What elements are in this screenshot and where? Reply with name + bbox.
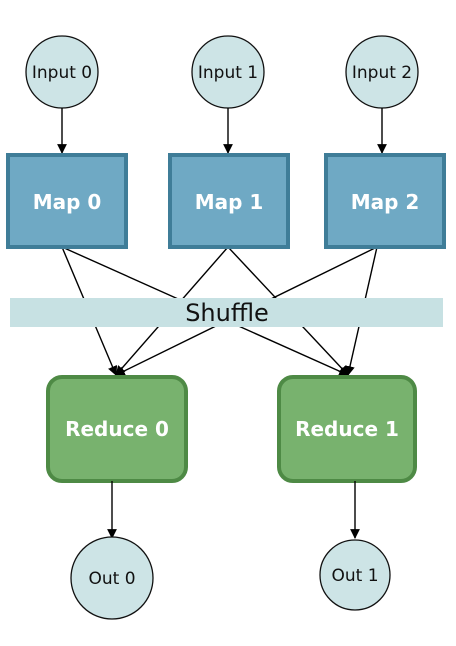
reduce-node-1 <box>277 375 417 483</box>
map-label-0: Map 0 <box>33 190 102 214</box>
shuffle-label: Shuffle <box>185 299 269 327</box>
map-node-1 <box>168 153 290 249</box>
reduce-nodes: Reduce 0 Reduce 1 <box>46 375 417 483</box>
shuffle-band <box>10 298 443 327</box>
output-label-0: Out 0 <box>88 569 135 589</box>
output-label-1: Out 1 <box>331 566 378 586</box>
map-nodes: Map 0 Map 1 Map 2 <box>6 153 446 249</box>
output-node-0 <box>70 536 154 620</box>
reduce-label-0: Reduce 0 <box>65 417 169 441</box>
input-nodes: Input 0 Input 1 Input 2 <box>25 35 419 109</box>
input-label-1: Input 1 <box>198 63 258 83</box>
input-label-2: Input 2 <box>352 63 412 83</box>
output-node-1 <box>319 539 391 611</box>
map-label-1: Map 1 <box>195 190 264 214</box>
map-node-0 <box>6 153 128 249</box>
input-label-0: Input 0 <box>32 63 92 83</box>
output-nodes: Out 0 Out 1 <box>70 536 391 620</box>
input-to-map-edges <box>57 108 387 154</box>
reduce-label-1: Reduce 1 <box>295 417 399 441</box>
map-node-2 <box>324 153 446 249</box>
reduce-node-0 <box>46 375 188 483</box>
reduce-to-out-edges <box>107 481 360 539</box>
map-label-2: Map 2 <box>351 190 420 214</box>
